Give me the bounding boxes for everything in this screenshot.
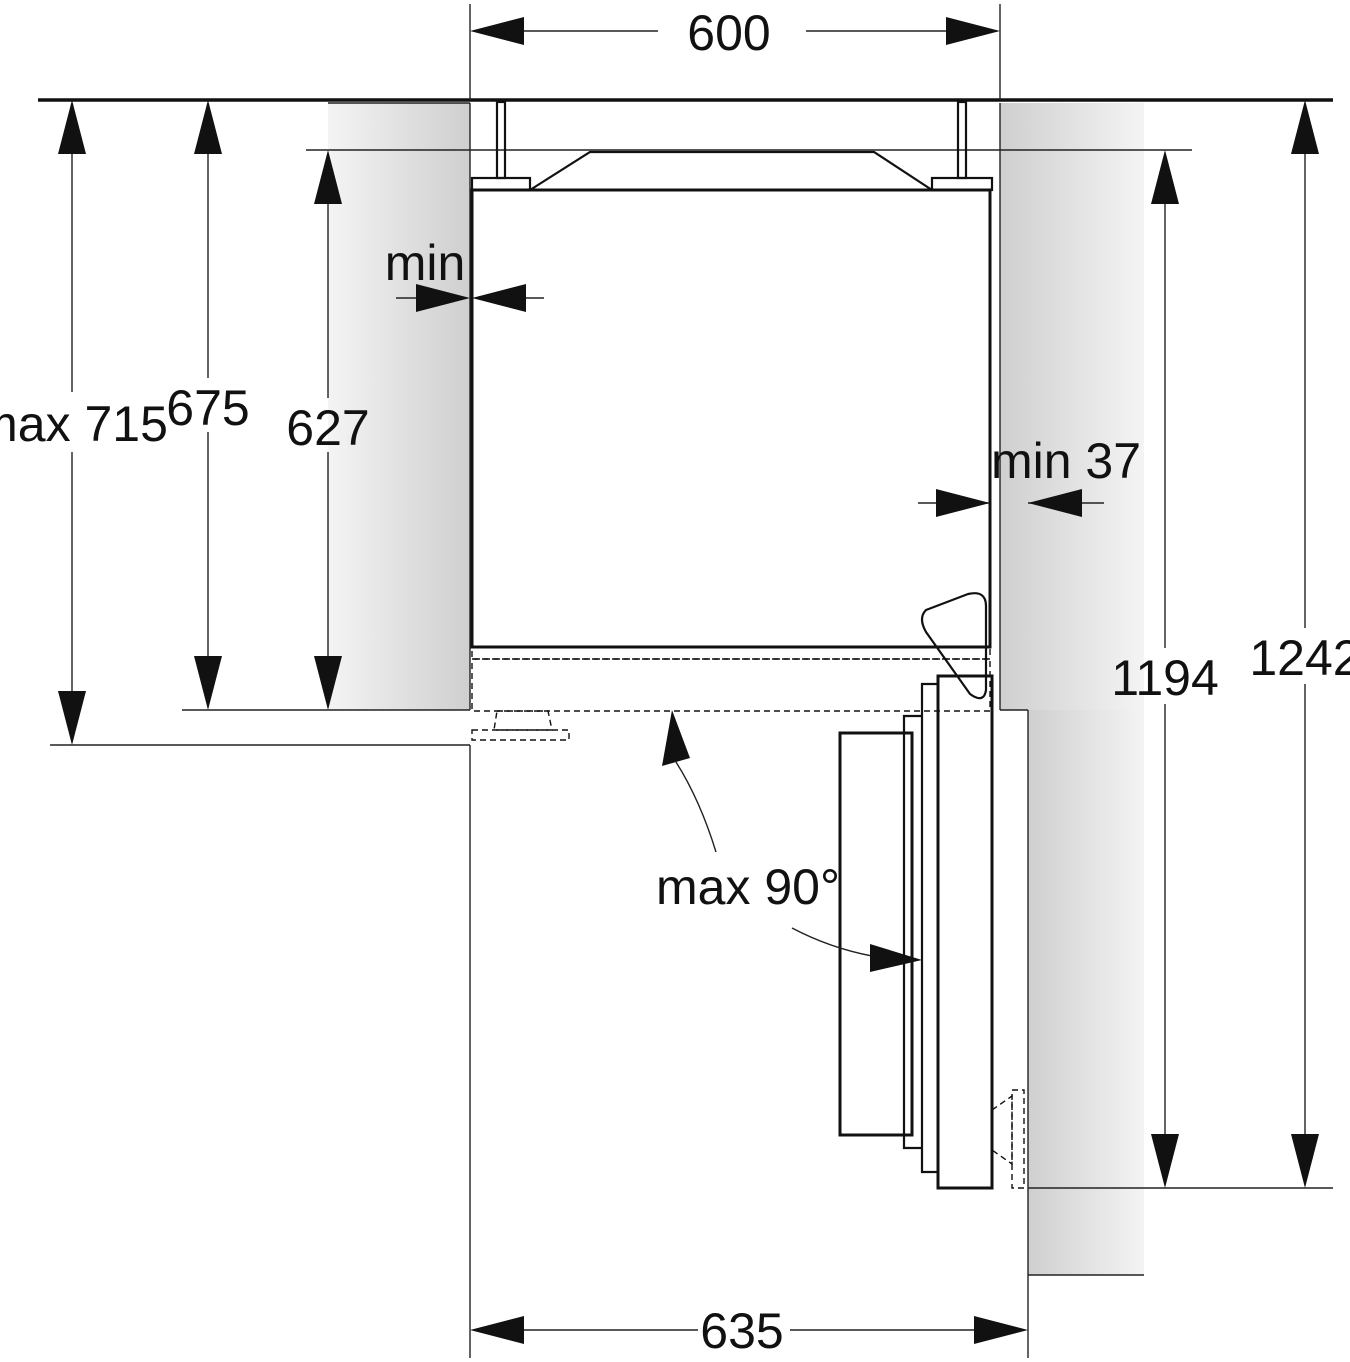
- label-top-width: 600: [687, 5, 770, 61]
- label-bottom-width: 635: [700, 1303, 783, 1359]
- right-cabinet-wall-lower: [1000, 709, 1144, 1276]
- right-cabinet-wall-upper: [999, 103, 1144, 710]
- dim-side-gap-right: [936, 489, 1082, 517]
- dim-height-675: [194, 100, 222, 710]
- label-side-gap-right: min 37: [991, 433, 1141, 489]
- oven-door-open: [838, 674, 1025, 1190]
- label-height-1242: 1242: [1249, 630, 1350, 686]
- label-height-627: 627: [286, 400, 369, 456]
- extension-lines: [50, 4, 1333, 1358]
- dim-height-1194: [1151, 150, 1179, 1188]
- left-cabinet-wall: [328, 102, 471, 710]
- label-max-height: max 715: [0, 396, 168, 452]
- label-height-1194: 1194: [1111, 650, 1219, 706]
- dim-height-1242: [1291, 100, 1319, 1188]
- oven-base-dashed: [471, 646, 991, 741]
- dim-side-gap-left: [396, 284, 544, 312]
- dim-bottom-width: [470, 1316, 1028, 1344]
- label-door-angle: max 90°: [656, 859, 840, 915]
- label-side-gap-left: min: [385, 235, 466, 291]
- dim-door-angle: [662, 710, 922, 972]
- dim-max-height: [58, 100, 86, 745]
- dim-top-width: [470, 17, 1000, 45]
- label-height-675: 675: [166, 380, 249, 436]
- hob-brackets: [470, 100, 994, 192]
- oven-body: [470, 188, 992, 649]
- oven-handle-icon: [920, 592, 988, 700]
- dim-height-627: [314, 150, 342, 710]
